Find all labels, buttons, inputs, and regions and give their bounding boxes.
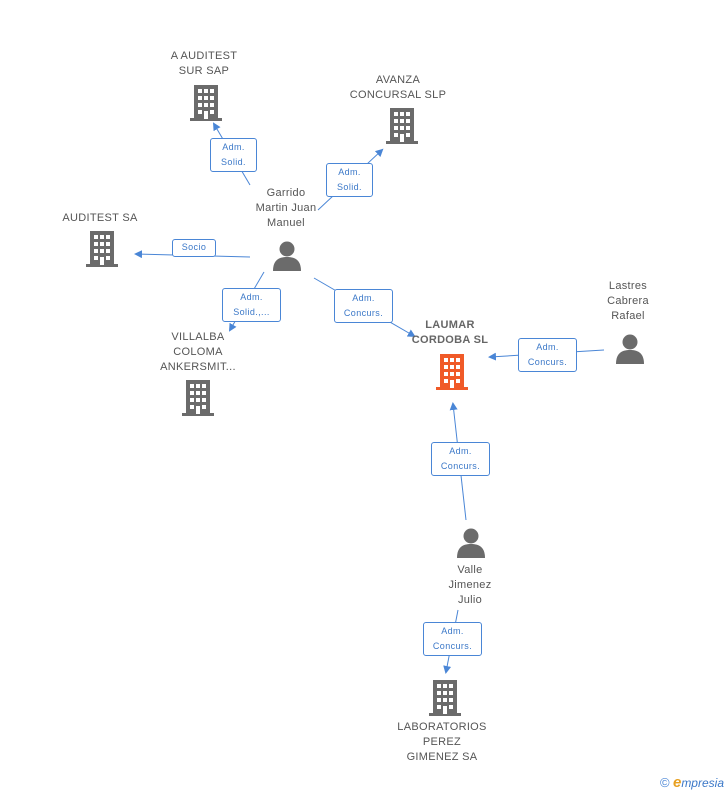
building-icon[interactable] — [182, 380, 214, 416]
person-icon[interactable] — [615, 333, 645, 365]
node-label-laboratorios[interactable]: LABORATORIOS PEREZ GIMENEZ SA — [397, 721, 487, 763]
brand-name: mpresia — [681, 776, 724, 790]
node-label-auditest[interactable]: AUDITEST SA — [62, 212, 138, 224]
edge-label-e8[interactable]: Adm. Concurs. — [423, 622, 482, 656]
node-label-lastres[interactable]: Lastres Cabrera Rafael — [607, 280, 649, 322]
edge-label-e2[interactable]: Adm. Solid. — [326, 163, 373, 197]
building-icon[interactable] — [190, 85, 222, 121]
building-icon-focus[interactable] — [436, 354, 468, 390]
building-icon[interactable] — [86, 231, 118, 267]
building-icon[interactable] — [386, 108, 418, 144]
node-label-avanza[interactable]: AVANZA CONCURSAL SLP — [349, 74, 447, 101]
person-icon[interactable] — [456, 527, 486, 559]
copyright-symbol: © — [660, 775, 670, 790]
node-label-valle[interactable]: Valle Jimenez Julio — [448, 564, 492, 606]
edge-label-e6[interactable]: Adm. Concurs. — [518, 338, 577, 372]
edge-label-e7[interactable]: Adm. Concurs. — [431, 442, 490, 476]
brand-initial: e — [672, 774, 682, 791]
edge-label-e5[interactable]: Adm. Concurs. — [334, 289, 393, 323]
node-label-garrido[interactable]: Garrido Martin Juan Manuel — [255, 187, 317, 229]
node-label-villalba[interactable]: VILLALBA COLOMA ANKERSMIT... — [160, 331, 236, 373]
person-icon[interactable] — [272, 240, 302, 272]
empresia-watermark: © empresia — [660, 774, 724, 791]
edge-label-e1[interactable]: Adm. Solid. — [210, 138, 257, 172]
edge-label-e3[interactable]: Socio — [172, 239, 216, 257]
node-label-auditest-sur[interactable]: A AUDITEST SUR SAP — [170, 50, 238, 77]
node-label-laumar[interactable]: LAUMAR CORDOBA SL — [411, 319, 489, 346]
edge-label-e4[interactable]: Adm. Solid.,... — [222, 288, 281, 322]
building-icon[interactable] — [429, 680, 461, 716]
